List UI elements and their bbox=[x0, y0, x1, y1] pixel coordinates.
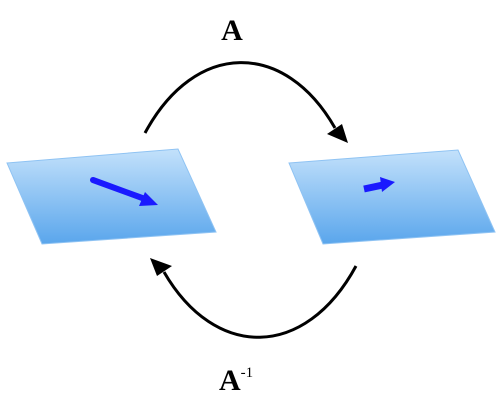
forward-label: A bbox=[221, 14, 243, 47]
inverse-arrow-curve bbox=[162, 265, 358, 339]
inverse-arrow bbox=[150, 258, 358, 339]
forward-arrow-curve bbox=[143, 61, 337, 134]
short-vector-shaft bbox=[363, 181, 384, 193]
inverse-label-exponent: -1 bbox=[241, 365, 254, 381]
target-plane-surface bbox=[288, 149, 496, 245]
inverse-arrowhead bbox=[150, 258, 172, 276]
short-vector-arrowhead bbox=[380, 177, 395, 192]
source-plane bbox=[6, 148, 217, 245]
target-plane bbox=[288, 149, 496, 245]
long-vector-arrowhead bbox=[139, 192, 158, 206]
forward-arrow bbox=[143, 61, 348, 143]
inverse-label: A-1 bbox=[219, 364, 253, 397]
long-vector-shaft bbox=[90, 177, 148, 202]
source-plane-surface bbox=[6, 148, 217, 245]
forward-arrowhead bbox=[327, 124, 348, 143]
inverse-label-base: A bbox=[219, 364, 241, 397]
